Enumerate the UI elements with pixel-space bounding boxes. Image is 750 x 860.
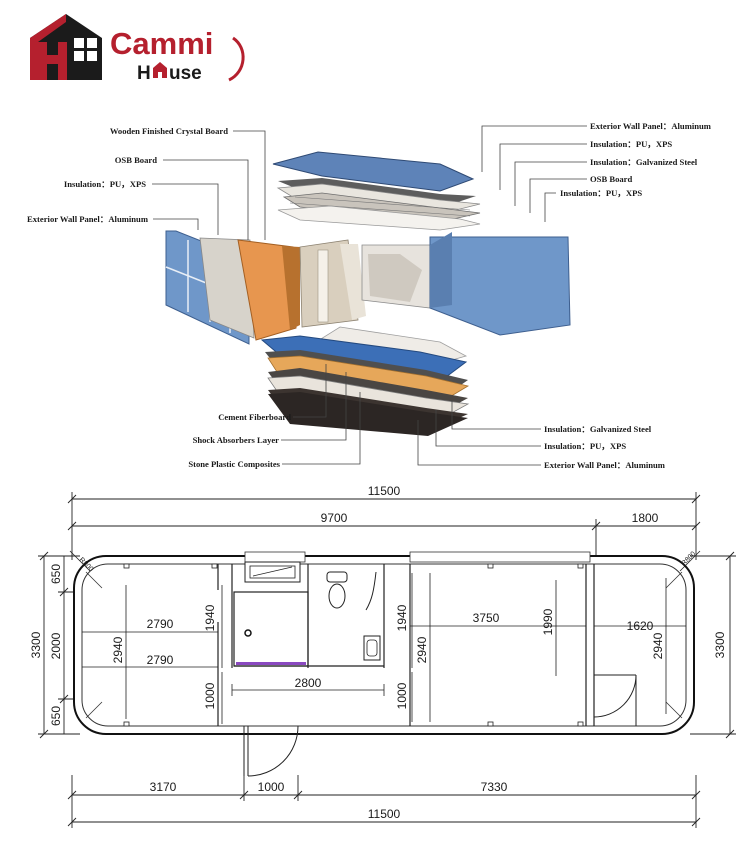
label-insulation-pu-left: Insulation：PU，XPS: [64, 179, 146, 189]
label-shock-absorbers: Shock Absorbers Layer: [193, 435, 280, 445]
label-exterior-wall-right: Exterior Wall Panel：Aluminum: [590, 121, 712, 131]
dim-bath-height: 1940: [203, 604, 217, 631]
door-knob-icon: [244, 629, 252, 637]
dim-left-top: 650: [49, 564, 63, 584]
entrance-door: [243, 725, 299, 777]
roof-layers: [272, 151, 481, 231]
corner-radius-markers: [69, 550, 701, 572]
dim-living-height: 2940: [415, 636, 429, 663]
dim-bottom-b: 1000: [258, 780, 285, 794]
sink-icon: [363, 635, 381, 661]
right-wall-layers: [361, 232, 571, 336]
inner-door: [593, 674, 637, 726]
brand-swoosh: [228, 36, 245, 82]
leader-lines: [152, 125, 587, 466]
label-cement-fiberboard: Cement Fiberboard: [218, 412, 291, 422]
dim-left-mid: 2000: [49, 632, 63, 659]
dim-bedroom-width-1: 2790: [147, 617, 174, 631]
dim-left-bottom: 650: [49, 706, 63, 726]
label-insulation-pu-bottom: Insulation：PU，XPS: [544, 441, 626, 451]
exploded-view: Wooden Finished Crystal Board OSB Board …: [27, 121, 712, 470]
dim-bottom-a: 3170: [150, 780, 177, 794]
label-insulation-pu-right: Insulation：PU，XPS: [590, 139, 672, 149]
brand-logo: Cammi H use: [30, 14, 245, 84]
interior-walls: [217, 564, 595, 726]
dim-bath2-height: 1940: [395, 604, 409, 631]
label-insulation-steel-right: Insulation：Galvanized Steel: [590, 157, 698, 167]
interior-dimension-lines: [82, 573, 686, 724]
radius-label-right: R800: [680, 551, 697, 568]
door-threshold-strip: [236, 662, 306, 665]
dim-top-right: 1800: [632, 511, 659, 525]
label-insulation-steel-bottom: Insulation：Galvanized Steel: [544, 424, 652, 434]
dim-top-left: 9700: [321, 511, 348, 525]
brand-name-bottom-right: use: [169, 63, 202, 84]
house-logo-icon: [30, 14, 102, 80]
top-dimension-lines: [67, 492, 701, 560]
floor-layers: [260, 326, 470, 436]
label-wooden-crystal-board: Wooden Finished Crystal Board: [110, 126, 228, 136]
label-osb-board-left: OSB Board: [115, 155, 157, 165]
wall-markers: [123, 563, 584, 727]
right-dimension-lines: [690, 551, 736, 739]
brand-name-top: Cammi: [110, 26, 213, 61]
floor-plan: 11500 9700 1800 3300 650 2000 650 3: [29, 484, 736, 828]
bottom-dimension-lines: [67, 775, 701, 828]
dim-bottom-c: 7330: [481, 780, 508, 794]
label-stone-plastic: Stone Plastic Composites: [188, 459, 280, 469]
dim-corridor-width: 2800: [295, 676, 322, 690]
dim-bottom-overall: 11500: [368, 807, 401, 821]
label-exterior-wall-left: Exterior Wall Panel：Aluminum: [27, 214, 149, 224]
closet-cabinet: [244, 561, 301, 583]
dim-left-overall: 3300: [29, 631, 43, 658]
label-osb-board-right: OSB Board: [590, 174, 632, 184]
dim-corridor-height: 1000: [203, 682, 217, 709]
mini-house-icon: [153, 62, 167, 78]
dim-corridor2-height: 1000: [395, 682, 409, 709]
label-insulation-pu-right-2: Insulation：PU，XPS: [560, 188, 642, 198]
bath-partition: [365, 571, 377, 611]
dim-end-width: 1620: [627, 619, 654, 633]
brand-name-bottom-left: H: [137, 63, 151, 84]
toilet-icon: [326, 571, 348, 609]
dim-bedroom-width-2: 2790: [147, 653, 174, 667]
left-wall-layers: [165, 230, 366, 345]
dim-top-overall: 11500: [368, 484, 401, 498]
dim-bedroom-height: 2940: [111, 636, 125, 663]
dim-right-overall: 3300: [713, 631, 727, 658]
label-exterior-wall-bottom: Exterior Wall Panel：Aluminum: [544, 460, 666, 470]
dim-end-height: 2940: [651, 632, 665, 659]
dim-living-width: 3750: [473, 611, 500, 625]
dim-living-vertical: 1990: [541, 608, 555, 635]
